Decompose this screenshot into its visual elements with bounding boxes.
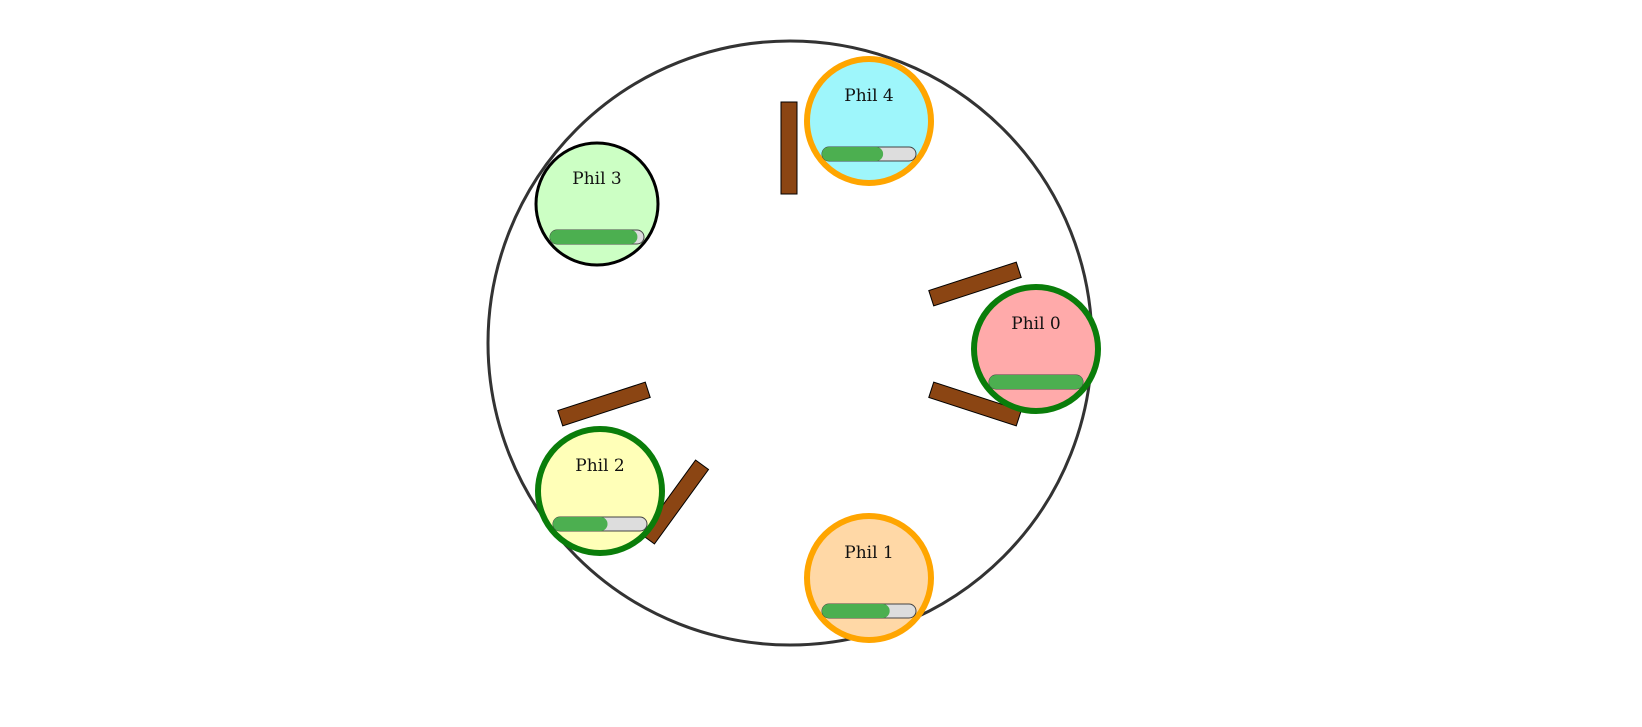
philosopher-4-label: Phil 4 — [844, 86, 893, 106]
philosopher-0-seat — [971, 284, 1101, 414]
philosopher-3[interactable]: Phil 3 — [534, 141, 660, 267]
philosopher-4-progress-fill — [822, 147, 884, 161]
fork-2a — [557, 381, 651, 427]
fork-0b — [928, 381, 1022, 427]
philosopher-1-label: Phil 1 — [844, 543, 893, 563]
philosopher-1-progress-fill — [822, 604, 890, 618]
philosopher-3-progress-fill — [550, 230, 638, 244]
fork-4 — [780, 101, 798, 195]
philosopher-3-seat — [534, 141, 660, 267]
philosopher-2-label: Phil 2 — [575, 456, 624, 476]
philosopher-0-label: Phil 0 — [1011, 314, 1060, 334]
fork-0a — [928, 261, 1022, 307]
philosopher-4[interactable]: Phil 4 — [804, 56, 934, 186]
philosopher-4-seat — [804, 56, 934, 186]
philosopher-3-label: Phil 3 — [572, 169, 621, 189]
philosopher-0[interactable]: Phil 0 — [971, 284, 1101, 414]
philosopher-0-progress-fill — [989, 375, 1083, 389]
philosopher-2[interactable]: Phil 2 — [535, 426, 665, 556]
fork-2b — [640, 459, 710, 545]
philosopher-2-progress-fill — [553, 517, 608, 531]
philosopher-2-seat — [535, 426, 665, 556]
philosopher-1[interactable]: Phil 1 — [804, 513, 934, 643]
philosopher-1-seat — [804, 513, 934, 643]
